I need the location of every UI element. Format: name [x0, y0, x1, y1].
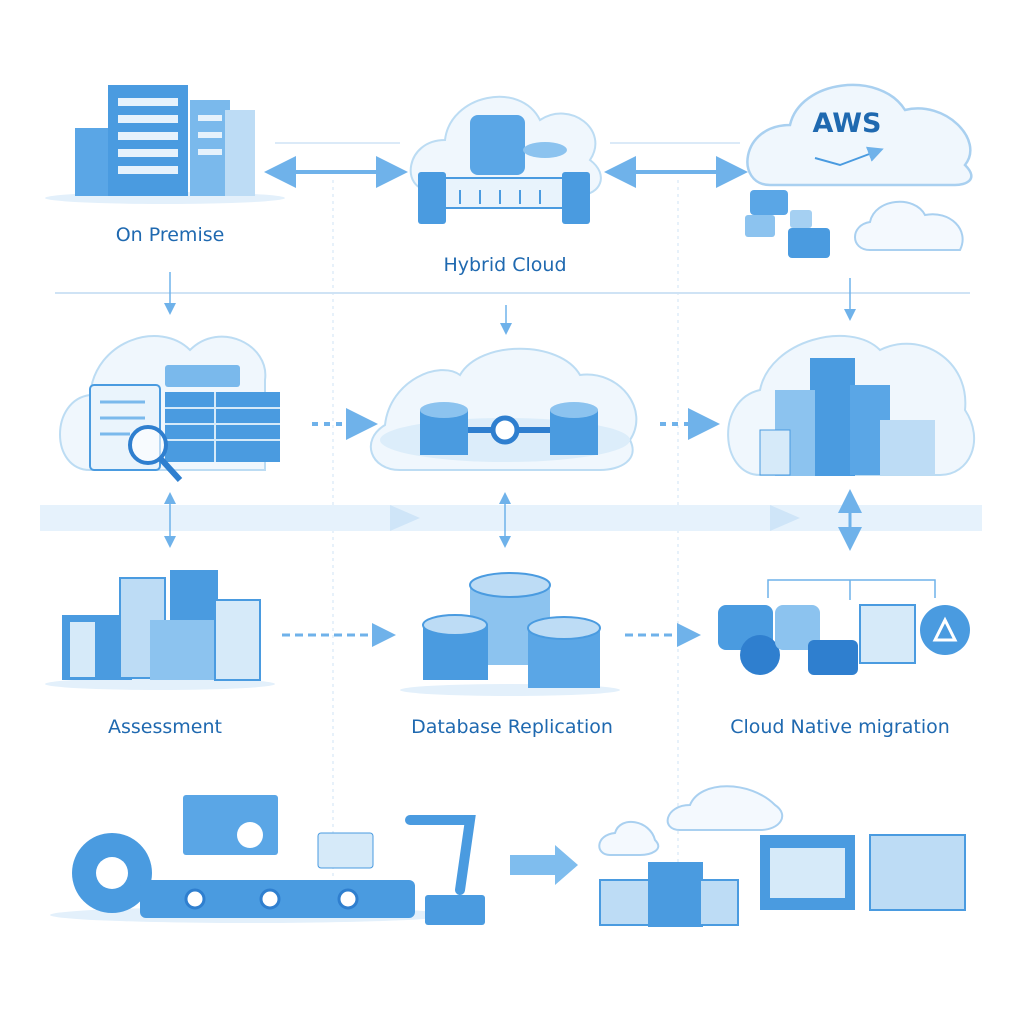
automation-pipeline-icon: [50, 795, 485, 925]
cloud-native-services-icon: [718, 604, 970, 675]
assessment-analysis-icon: [59, 335, 280, 483]
label-cloud-native-migration: Cloud Native migration: [730, 716, 950, 738]
aws-cloud-icon: [745, 83, 973, 258]
on-premise-buildings-icon: [45, 85, 285, 204]
cloud-database-sync-icon: [369, 347, 638, 471]
label-hybrid-cloud: Hybrid Cloud: [443, 254, 567, 276]
grid-lines: [55, 142, 970, 900]
cloud-city-icon: [727, 335, 975, 476]
assessment-servers-icon: [45, 570, 275, 690]
label-database-replication: Database Replication: [411, 716, 613, 738]
database-stack-icon: [400, 572, 620, 696]
cloud-data-center-icon: [598, 785, 966, 927]
label-on-premise: On Premise: [115, 224, 225, 246]
connector-arrows: [164, 156, 936, 647]
big-arrow: [510, 845, 578, 885]
label-aws: AWS: [812, 108, 882, 139]
hybrid-cloud-icon: [409, 95, 602, 224]
progress-band: [40, 505, 982, 531]
label-assessment: Assessment: [108, 716, 222, 738]
